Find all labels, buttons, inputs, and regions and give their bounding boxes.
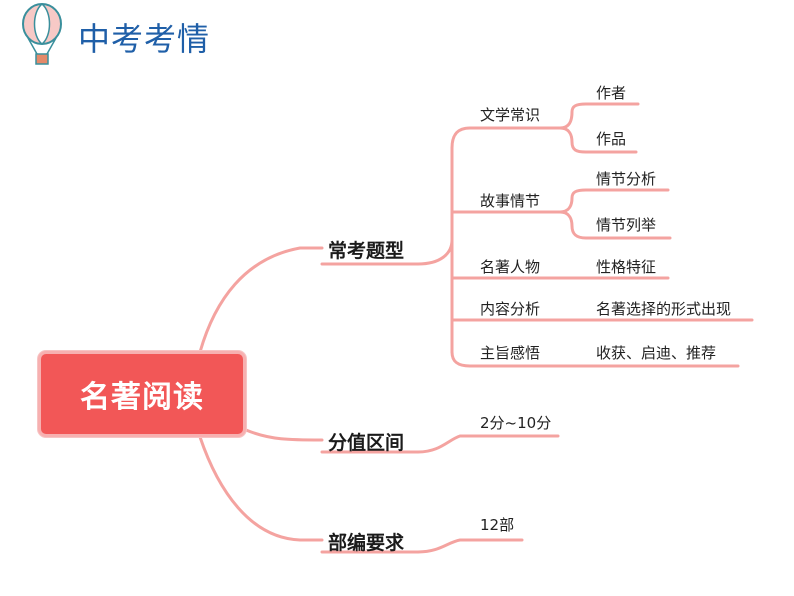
leaf-author: 作者: [596, 84, 627, 102]
leaf-personality: 性格特征: [596, 258, 657, 276]
root-label: 名著阅读: [80, 380, 204, 415]
connector-root-branch-3: [198, 435, 324, 542]
leaf-works: 作品: [596, 130, 627, 148]
node-literary-knowledge: 文学常识: [480, 106, 541, 124]
leaf-plot-analysis: 情节分析: [596, 170, 657, 188]
page-title: 中考考情: [78, 20, 211, 58]
leaf-book-choice-format: 名著选择的形式出现: [596, 300, 732, 318]
leaf-plot-listing: 情节列举: [596, 216, 657, 234]
leaf-gains-inspiration: 收获、启迪、推荐: [596, 344, 717, 362]
connector-root-branch-1: [198, 246, 324, 354]
connector-branch-1-children: [416, 238, 454, 266]
mindmap-root: 名著阅读: [38, 351, 246, 437]
node-theme-insight: 主旨感悟: [480, 344, 541, 362]
branch-required-books: 部编要求: [328, 532, 405, 554]
node-story-plot: 故事情节: [480, 192, 541, 210]
connector-root-branch-2: [244, 428, 324, 442]
hot-air-balloon-icon: [22, 3, 62, 65]
node-book-count: 12部: [480, 516, 515, 534]
node-characters: 名著人物: [480, 258, 541, 276]
connector-branch-2-child: [416, 434, 560, 454]
node-content-analysis: 内容分析: [480, 300, 541, 318]
connector-branch-3-child: [416, 538, 524, 554]
node-score-value: 2分~10分: [480, 414, 552, 432]
branch-score-range: 分值区间: [328, 432, 405, 454]
branch-exam-types: 常考题型: [328, 240, 405, 262]
